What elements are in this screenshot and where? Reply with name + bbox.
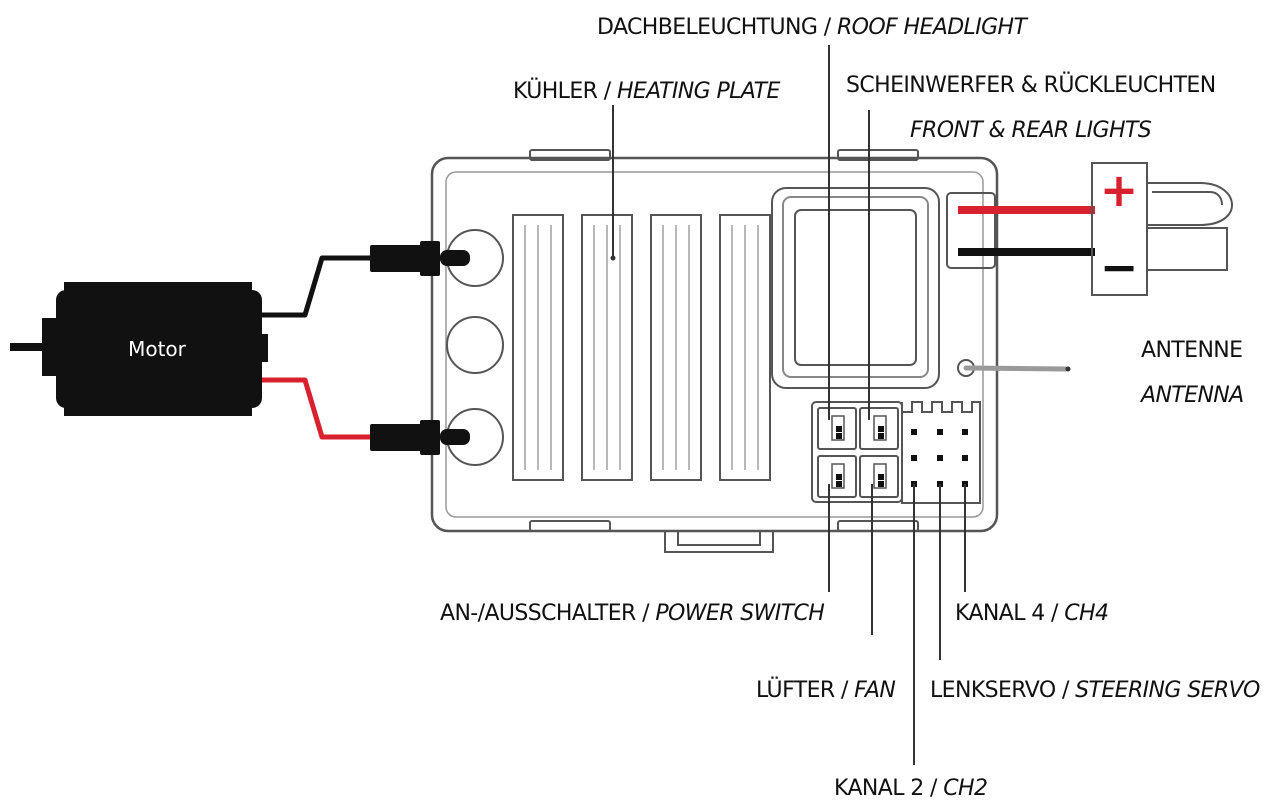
receiver-module bbox=[771, 187, 940, 389]
plus-sign: + bbox=[1100, 163, 1139, 217]
battery-lead bbox=[946, 192, 1095, 269]
label-front-rear-lights-de: SCHEINWERFER & RÜCKLEUCHTEN bbox=[846, 72, 1216, 98]
motor-wires bbox=[255, 255, 372, 440]
battery-connector: + − bbox=[1091, 162, 1234, 296]
label-steering-servo: LENKSERVO / STEERING SERVO bbox=[930, 678, 1260, 703]
antenna-wire bbox=[963, 365, 1069, 372]
label-antenna-en: ANTENNA bbox=[1139, 383, 1244, 408]
minus-sign: − bbox=[1100, 240, 1139, 294]
label-ch4: KANAL 4 / CH4 bbox=[955, 601, 1108, 626]
leader-lines bbox=[828, 45, 966, 765]
heating-plate bbox=[512, 214, 771, 481]
motor: Motor bbox=[10, 282, 268, 416]
label-fan: LÜFTER / FAN bbox=[756, 677, 895, 703]
label-power-switch: AN-/AUSSCHALTER / POWER SWITCH bbox=[440, 601, 824, 626]
label-roof-headlight: DACHBELEUCHTUNG / ROOF HEADLIGHT bbox=[597, 15, 1028, 40]
accessory-ports bbox=[811, 401, 903, 503]
label-ch2: KANAL 2 / CH2 bbox=[834, 776, 987, 801]
motor-connectors bbox=[370, 241, 470, 455]
label-front-rear-lights-en: FRONT & REAR LIGHTS bbox=[910, 118, 1152, 143]
motor-label: Motor bbox=[128, 337, 187, 361]
label-heating-plate: KÜHLER / HEATING PLATE bbox=[513, 78, 780, 104]
esc-board bbox=[430, 149, 999, 553]
label-antenna-de: ANTENNE bbox=[1141, 338, 1242, 363]
